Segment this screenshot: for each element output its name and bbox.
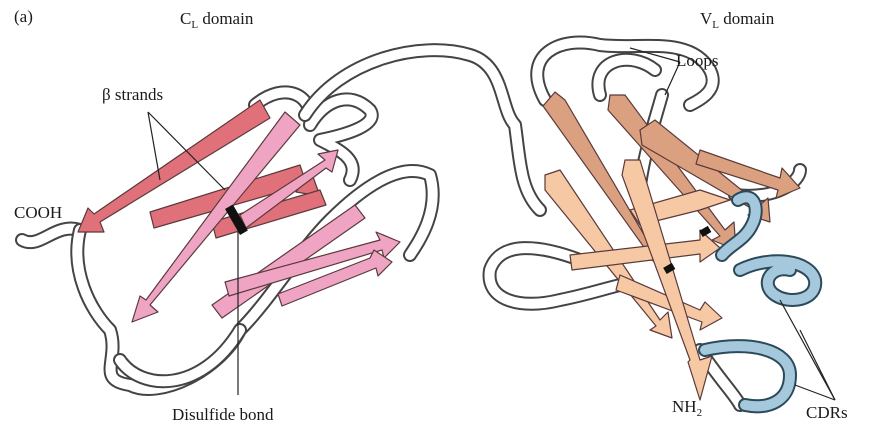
cl-domain-title: CL domain [180, 9, 254, 31]
nh2-label: NH2 [672, 397, 702, 419]
disulfide-bond-label: Disulfide bond [172, 405, 274, 424]
cdrs-label: CDRs [806, 403, 848, 422]
panel-label: (a) [14, 7, 33, 26]
beta-strands-label: β strands [102, 85, 163, 104]
vl-domain-title: VL domain [700, 9, 775, 31]
cooh-label: COOH [14, 203, 62, 222]
loops-label: Loops [676, 51, 719, 70]
